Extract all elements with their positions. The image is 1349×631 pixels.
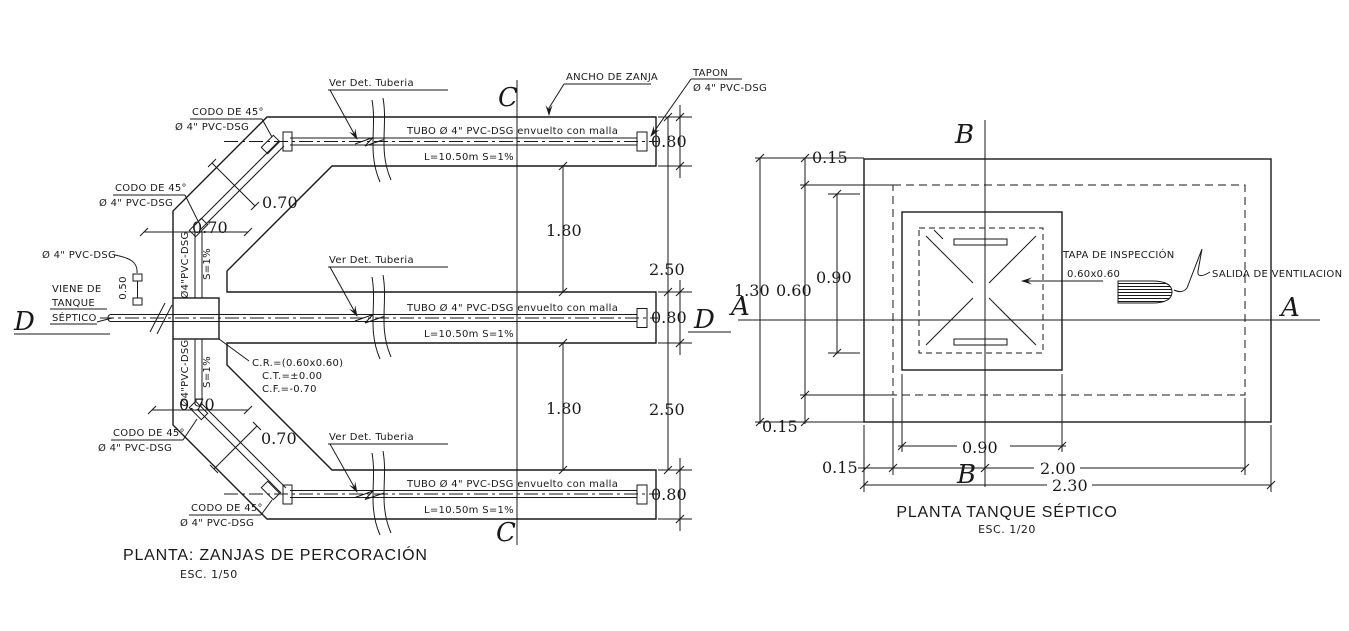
section-lines (738, 120, 1320, 487)
tubo-data-label: L=10.50m S=1% (424, 505, 514, 516)
ver-det-label: Ver Det. Tuberia (329, 432, 414, 443)
dim-trench-width: 0.80 (651, 132, 687, 151)
vertical-pipe-label: Ø4"PVC-DSG (179, 231, 191, 298)
left-title: PLANTA: ZANJAS DE PERCORACIÓN (123, 545, 428, 564)
tubo-data-label: L=10.50m S=1% (424, 329, 514, 340)
tubo-label: TUBO Ø 4" PVC-DSG envuelto con malla (406, 478, 618, 490)
pipe-break-symbols (354, 97, 392, 536)
dim-trench-width: 0.80 (651, 308, 687, 327)
dim-length-outer: 2.30 (1052, 476, 1088, 495)
elbow-coupling (188, 400, 209, 421)
septic-tank-plan: TAPA DE INSPECCIÓN 0.60x0.60 SALIDA DE V… (729, 120, 1342, 536)
cota-ct: C.T.=±0.00 (262, 371, 322, 382)
dim-spacing: 2.50 (649, 260, 685, 279)
ver-det-label: Ver Det. Tuberia (329, 255, 414, 266)
dim-length-inner: 2.00 (1040, 459, 1076, 478)
dim-gap: 1.80 (546, 399, 582, 418)
tubo-data-label: L=10.50m S=1% (424, 152, 514, 163)
pvc-label: Ø 4" PVC-DSG (42, 249, 116, 261)
tank-outer-wall (863, 158, 1272, 423)
codo-sublabel: Ø 4" PVC-DSG (99, 197, 173, 209)
percolation-plan: CODO DE 45° Ø 4" PVC-DSG CODO DE 45° Ø 4… (13, 68, 767, 581)
tubo-label: TUBO Ø 4" PVC-DSG envuelto con malla (406, 302, 618, 314)
ventilation-outlet (1117, 280, 1173, 304)
leaders (50, 78, 742, 516)
dimension-ticks (139, 112, 685, 524)
cota-cr: C.R.=(0.60x0.60) (252, 358, 343, 369)
dim-channel: 0.70 (179, 395, 215, 414)
tapa-label: TAPA DE INSPECCIÓN (1062, 248, 1175, 261)
section-marker-a-left: A (729, 292, 750, 322)
ventilation-leader (1173, 248, 1211, 293)
dimension-lines (755, 153, 1276, 492)
ver-det-label: Ver Det. Tuberia (329, 78, 414, 89)
dim-channel: 0.70 (261, 429, 297, 448)
tubo-label: TUBO Ø 4" PVC-DSG envuelto con malla (406, 125, 618, 137)
vertical-pipe-slope: S=1% (202, 356, 213, 388)
tapon-sublabel: Ø 4" PVC-DSG (693, 82, 767, 94)
tank-inner-wall (892, 184, 1246, 396)
cota-cf: C.F.=-0.70 (262, 384, 317, 395)
viene-label: VIENE DE (52, 284, 102, 295)
left-texts: CODO DE 45° Ø 4" PVC-DSG CODO DE 45° Ø 4… (13, 68, 767, 581)
section-lines (14, 80, 731, 545)
dim-height-inner: 0.60 (776, 281, 812, 300)
codo-sublabel: Ø 4" PVC-DSG (98, 442, 172, 454)
section-marker-b-top: B (954, 120, 974, 150)
dim-wall: 0.15 (812, 148, 848, 167)
codo-label: CODO DE 45° (191, 503, 263, 514)
cover-handle (953, 338, 1008, 346)
dim-height-outer: 1.30 (734, 281, 770, 300)
dim-inlet: 0.50 (118, 276, 129, 299)
elbow-coupling (188, 217, 209, 238)
codo-label: CODO DE 45° (192, 107, 264, 118)
dim-trench-width: 0.80 (651, 485, 687, 504)
right-texts: TAPA DE INSPECCIÓN 0.60x0.60 SALIDA DE V… (729, 120, 1342, 536)
dimension-lines (139, 105, 692, 531)
right-scale: ESC. 1/20 (978, 523, 1036, 536)
codo-label: CODO DE 45° (115, 183, 187, 194)
viene-label: TANQUE (51, 298, 95, 309)
section-marker-a-right: A (1279, 293, 1300, 323)
viene-label: SÉPTICO (52, 311, 97, 324)
codo-sublabel: Ø 4" PVC-DSG (175, 121, 249, 133)
dim-spacing: 2.50 (649, 400, 685, 419)
dim-channel: 0.70 (192, 218, 228, 237)
tapon-cap (636, 131, 648, 152)
right-title: PLANTA TANQUE SÉPTICO (896, 502, 1117, 521)
dim-cover: 0.90 (962, 438, 998, 457)
section-marker-b-bottom: B (956, 460, 976, 490)
salida-ventilacion-label: SALIDA DE VENTILACION (1212, 269, 1342, 280)
codo-label: CODO DE 45° (113, 428, 185, 439)
section-marker-d-left: D (13, 307, 35, 337)
inspection-cover (918, 227, 1044, 354)
dim-wall: 0.15 (762, 417, 798, 436)
vertical-pipe-label: Ø4"PVC-DSG (179, 339, 191, 406)
codo-sublabel: Ø 4" PVC-DSG (180, 517, 254, 529)
cover-handle (953, 238, 1008, 246)
section-marker-c-bottom: C (496, 518, 516, 548)
section-marker-d-right: D (693, 305, 715, 335)
tapon-cap (636, 308, 648, 328)
section-marker-c-top: C (498, 83, 518, 113)
elbow-coupling (260, 480, 281, 501)
dimension-ticks (755, 153, 1276, 490)
ancho-zanja-label: ANCHO DE ZANJA (566, 72, 658, 83)
tapon-label: TAPON (692, 68, 728, 79)
dim-gap: 1.80 (546, 221, 582, 240)
left-scale: ESC. 1/50 (180, 568, 238, 581)
vertical-pipe-slope: S=1% (202, 248, 213, 280)
tapa-size-label: 0.60x0.60 (1067, 269, 1120, 280)
inspection-chamber (901, 211, 1063, 371)
dim-wall: 0.15 (822, 458, 858, 477)
cover-cross-lines (925, 229, 1037, 346)
dim-channel: 0.70 (262, 193, 298, 212)
tapon-cap (636, 484, 648, 505)
elbow-coupling (260, 134, 281, 155)
dim-cover: 0.90 (816, 268, 852, 287)
